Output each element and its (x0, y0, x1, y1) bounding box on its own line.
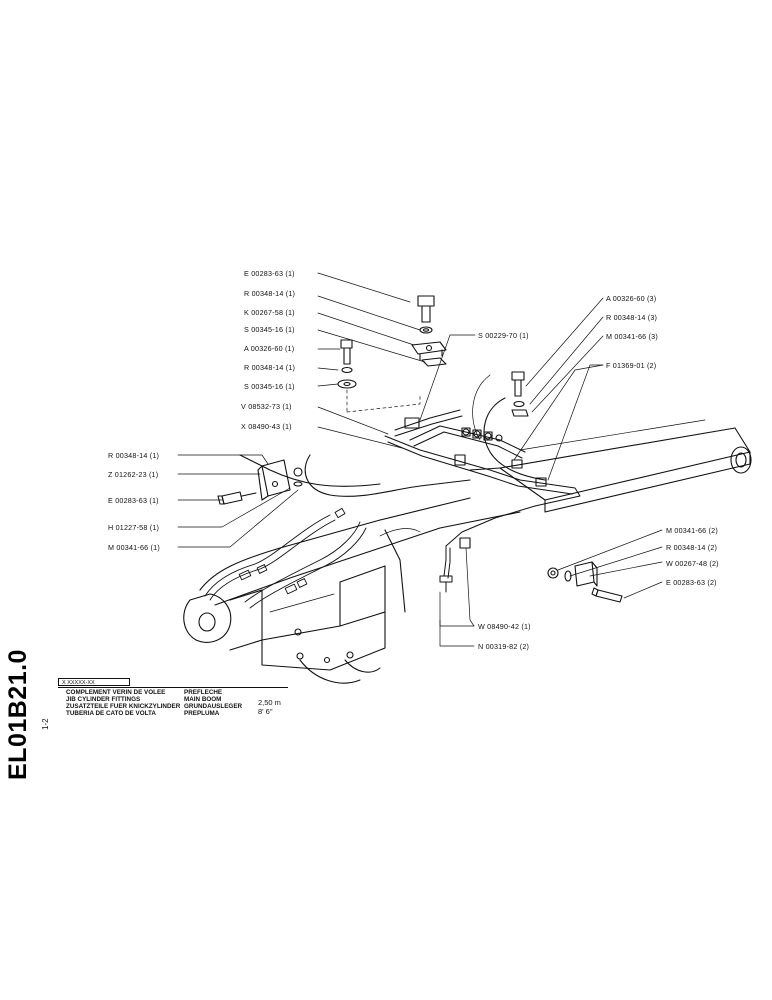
leader-lines (177, 272, 663, 647)
label-mid-left-0: R 00348-14 (1) (108, 451, 159, 460)
boom-chassis-drawing (183, 454, 521, 684)
label-top-right-1: R 00348-14 (3) (606, 313, 657, 322)
left-fitting-assembly (217, 459, 303, 505)
label-center-top: S 00229-70 (1) (478, 331, 529, 340)
label-bottom-center-1: N 00319-82 (2) (478, 642, 529, 651)
main-boom-drawing (469, 374, 752, 513)
label-mid-left-3: H 01227-58 (1) (108, 523, 159, 532)
label-lower-right-0: M 00341-66 (2) (666, 526, 718, 535)
lower-right-fittings (547, 561, 623, 603)
label-top-left-5: R 00348-14 (1) (244, 363, 295, 372)
sheet-mark: 1-2 (41, 712, 53, 732)
assembly-line-fr: PREFLECHE (184, 689, 223, 696)
title-line-es: TUBERIA DE CATO DE VOLTA (66, 710, 156, 717)
part-labels: E 00283-63 (1) R 00348-14 (1) K 00267-58… (108, 269, 719, 651)
assembly-line-en: MAIN BOOM (184, 696, 222, 703)
title-block-code: X XXXXX-XX (58, 678, 130, 686)
label-lower-right-2: W 00267-48 (2) (666, 559, 719, 568)
drawing-code: EL01B21.0 (4, 640, 44, 780)
label-top-left-8: X 08490-43 (1) (241, 422, 292, 431)
title-line-en: JIB CYLINDER FITTINGS (66, 696, 141, 703)
label-top-left-2: K 00267-58 (1) (244, 308, 295, 317)
title-block-rule-top (58, 687, 288, 688)
assembly-line-es: PREPLUMA (184, 710, 220, 717)
hydraulic-pipes (384, 409, 581, 593)
label-top-left-7: V 08532-73 (1) (241, 402, 292, 411)
title-line-de: ZUSATZTEILE FUER KNICKZYLINDER (66, 703, 181, 710)
sheet-mark-text: 1-2 (41, 718, 50, 730)
size-imperial: 8' 6" (258, 707, 273, 716)
bolt-stack-right (511, 371, 529, 417)
title-block-size: 2,50 m 8' 6" (258, 698, 281, 716)
label-mid-left-1: Z 01262-23 (1) (108, 470, 158, 479)
title-block: X XXXXX-XX COMPLEMENT VERIN DE VOLEE JIB… (58, 678, 288, 730)
title-block-assembly: PREFLECHE MAIN BOOM GRUNDAUSLEGER PREPLU… (184, 689, 242, 717)
label-top-left-1: R 00348-14 (1) (244, 289, 295, 298)
label-top-right-0: A 00326-60 (3) (606, 294, 656, 303)
size-metric: 2,50 m (258, 698, 281, 707)
label-top-right-2: M 00341-66 (3) (606, 332, 658, 341)
title-line-fr: COMPLEMENT VERIN DE VOLEE (66, 689, 166, 696)
label-top-right-3: F 01369-01 (2) (606, 361, 656, 370)
label-top-left-3: S 00345-16 (1) (244, 325, 295, 334)
hydraulic-hoses (204, 507, 367, 609)
label-lower-right-3: E 00283-63 (2) (666, 578, 717, 587)
label-lower-right-1: R 00348-14 (2) (666, 543, 717, 552)
label-bottom-center-0: W 08490-42 (1) (478, 622, 531, 631)
pipe-clamps (404, 417, 547, 549)
label-mid-left-4: M 00341-66 (1) (108, 543, 160, 552)
bolt-stack-top (337, 295, 447, 413)
title-block-description: COMPLEMENT VERIN DE VOLEE JIB CYLINDER F… (66, 689, 180, 717)
drawing-code-text: EL01B21.0 (4, 649, 32, 780)
label-mid-left-2: E 00283-63 (1) (108, 496, 159, 505)
label-top-left-4: A 00326-60 (1) (244, 344, 294, 353)
label-top-left-0: E 00283-63 (1) (244, 269, 295, 278)
label-top-left-6: S 00345-16 (1) (244, 382, 295, 391)
assembly-line-de: GRUNDAUSLEGER (184, 703, 243, 710)
